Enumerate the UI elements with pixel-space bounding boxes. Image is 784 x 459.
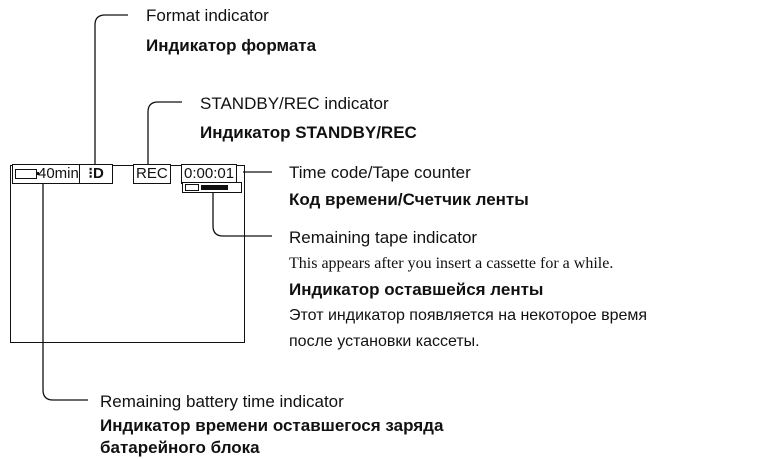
battery-icon: [15, 169, 39, 180]
hi8-format-icon: ⁝D: [88, 165, 104, 182]
standby-label-ru: Индикатор STANDBY/REC: [200, 123, 417, 142]
tape-label-en: Remaining tape indicator: [289, 228, 478, 247]
rec-text: REC: [136, 165, 168, 182]
tape-remaining-fill: [201, 185, 228, 190]
cassette-icon: [185, 184, 199, 191]
tape-note-en: This appears after you insert a cassette…: [289, 255, 614, 272]
timecode-label-ru: Код времени/Счетчик ленты: [289, 190, 529, 209]
format-indicator: ⁝D: [79, 164, 113, 184]
timecode-text: 0:00:01: [184, 165, 235, 182]
standby-label-en: STANDBY/REC indicator: [200, 94, 389, 113]
tape-note-ru-2: после установки кассеты.: [289, 333, 480, 350]
format-leader: [94, 14, 128, 182]
battery-text: 40min: [38, 165, 79, 182]
battery-leader: [42, 182, 88, 401]
tape-leader: [212, 193, 272, 237]
battery-label-en: Remaining battery time indicator: [100, 392, 344, 411]
format-label-ru: Индикатор формата: [146, 36, 317, 55]
battery-label-ru-2: батарейного блока: [100, 438, 260, 457]
tape-label-ru: Индикатор оставшейся ленты: [289, 280, 544, 299]
timecode-indicator: 0:00:01: [181, 164, 238, 184]
standby-leader: [147, 101, 182, 182]
tape-note-ru-1: Этот индикатор появляется на некоторое в…: [289, 307, 648, 324]
format-label-en: Format indicator: [146, 6, 269, 25]
viewfinder-screen: [10, 165, 245, 343]
battery-indicator: 40min: [12, 164, 82, 184]
remaining-tape-bar: [182, 182, 242, 193]
rec-indicator: REC: [133, 164, 171, 184]
battery-label-ru-1: Индикатор времени оставшегося заряда: [100, 416, 444, 435]
timecode-label-en: Time code/Tape counter: [289, 163, 471, 182]
